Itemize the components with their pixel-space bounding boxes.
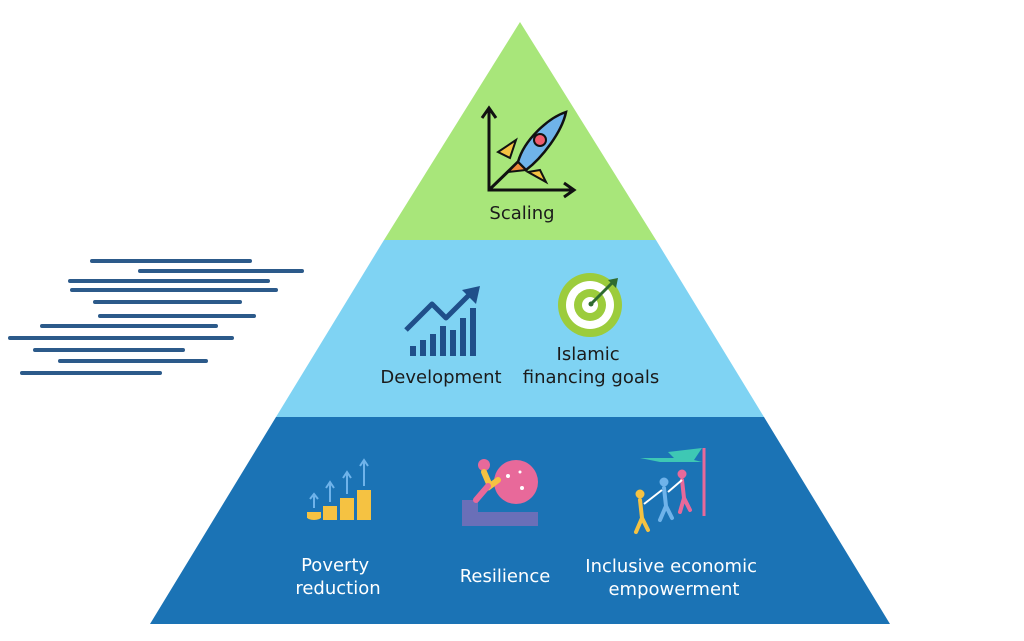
target-dart-icon [558, 273, 622, 337]
inclusive-empowerment-label: Inclusive economic empowerment [585, 556, 762, 600]
growth-bar-chart-icon [404, 286, 480, 356]
motion-speed-lines-icon [8, 259, 304, 375]
tier-top-label: Scaling [489, 203, 554, 224]
islamic-goals-label: Islamic financing goals [523, 344, 660, 388]
inclusive-line2: empowerment [608, 579, 739, 600]
pyramid-tier-middle [276, 240, 764, 417]
inclusive-line1: Inclusive economic [585, 556, 757, 577]
islamic-goals-line2: financing goals [523, 367, 660, 388]
islamic-goals-line1: Islamic [557, 344, 620, 365]
rising-coins-icon [307, 458, 371, 520]
poverty-reduction-label: Poverty reduction [295, 555, 380, 599]
rocket-growth-icon [480, 105, 577, 199]
team-climbing-flag-icon [634, 448, 706, 534]
development-label: Development [380, 367, 501, 388]
poverty-line2: reduction [295, 578, 380, 599]
pushing-boulder-icon [462, 459, 538, 526]
resilience-label: Resilience [460, 566, 551, 587]
poverty-line1: Poverty [301, 555, 369, 576]
pyramid-tier-top [384, 22, 656, 240]
